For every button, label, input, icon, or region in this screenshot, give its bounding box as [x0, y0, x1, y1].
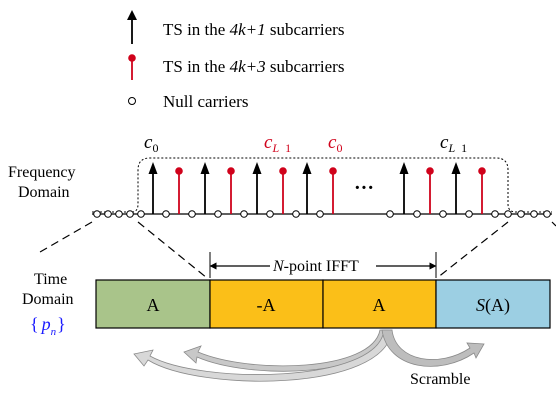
zoom-line-right	[551, 221, 556, 227]
ts-4k3-pin-head	[175, 167, 183, 175]
legend-item-4k3: TS in the 4k+3 subcarriers	[128, 54, 344, 80]
null-carrier	[240, 210, 248, 218]
frequency-label-line1: Frequency	[8, 164, 76, 181]
null-carrier	[115, 210, 123, 218]
ifft-label: N-point IFFT	[272, 258, 359, 275]
null-carrier	[413, 210, 421, 218]
scramble-label: Scramble	[410, 371, 470, 388]
legend-item-null: Null carriers	[128, 92, 248, 111]
frequency-label-line2: Domain	[18, 184, 70, 201]
time-domain: Time Domain {pn} N-point IFFT A -A A S(A…	[22, 252, 551, 388]
ts-4k1-arrowhead	[399, 162, 409, 174]
ellipsis: ···	[354, 177, 374, 199]
legend-item-4k1: TS in the 4k+1 subcarriers	[127, 10, 344, 44]
block-neg-a: -A	[209, 279, 324, 329]
block-scrambled-a: S(A)	[435, 279, 551, 329]
time-label-line2: Domain	[22, 291, 74, 308]
label-c0-black: c0	[144, 132, 158, 155]
null-carrier	[266, 210, 274, 218]
null-carrier	[104, 210, 112, 218]
ts-4k1-arrowhead	[148, 162, 158, 174]
null-carrier	[188, 210, 196, 218]
legend-label-4k3: TS in the 4k+3 subcarriers	[163, 57, 344, 76]
zoom-line-mid-left	[137, 221, 208, 279]
legend: TS in the 4k+1 subcarriers TS in the 4k+…	[127, 10, 344, 111]
null-carrier	[530, 210, 538, 218]
block-scrambled-a-label: S(A)	[476, 295, 510, 316]
block-neg-a-label: -A	[257, 295, 276, 315]
null-carrier	[439, 210, 447, 218]
ts-4k1-arrowhead	[451, 162, 461, 174]
subcarrier-group	[93, 162, 551, 218]
block-a-2: A	[322, 279, 437, 329]
black-arrowhead-icon	[127, 10, 137, 20]
null-carrier	[543, 210, 551, 218]
sequence-pn-label: {pn}	[30, 314, 66, 338]
ts-4k3-pin-head	[279, 167, 287, 175]
null-carrier	[491, 210, 499, 218]
time-label-line1: Time	[34, 271, 67, 288]
label-c0-red: c0	[328, 132, 342, 155]
null-carrier	[137, 210, 145, 218]
ts-4k1-arrowhead	[200, 162, 210, 174]
null-carrier	[465, 210, 473, 218]
ts-4k1-arrowhead	[302, 162, 312, 174]
null-circle-icon	[128, 97, 136, 105]
zoom-line-mid-right	[436, 221, 509, 279]
null-carrier	[386, 210, 394, 218]
null-carrier	[316, 210, 324, 218]
ts-4k3-pin-head	[227, 167, 235, 175]
ts-4k3-pin-head	[478, 167, 486, 175]
ts-4k1-arrowhead	[252, 162, 262, 174]
null-carrier	[162, 210, 170, 218]
ts-4k3-pin-head	[329, 167, 337, 175]
null-carrier	[93, 210, 101, 218]
copy-arrow-to-a-1	[133, 329, 393, 382]
block-a-2-label: A	[373, 295, 386, 315]
null-carrier	[214, 210, 222, 218]
block-a-1-label: A	[147, 295, 160, 315]
null-carrier	[292, 210, 300, 218]
copy-arrows	[133, 329, 485, 382]
zoom-line-left	[39, 221, 93, 253]
legend-label-4k1: TS in the 4k+1 subcarriers	[163, 20, 344, 39]
red-pin-head-icon	[128, 54, 136, 62]
null-carrier	[126, 210, 134, 218]
null-carrier	[517, 210, 525, 218]
null-carrier	[504, 210, 512, 218]
spectrum-envelope	[92, 157, 552, 213]
legend-label-null: Null carriers	[163, 92, 248, 111]
scramble-arrow	[381, 329, 485, 367]
block-a-1: A	[95, 279, 211, 329]
ts-4k3-pin-head	[426, 167, 434, 175]
